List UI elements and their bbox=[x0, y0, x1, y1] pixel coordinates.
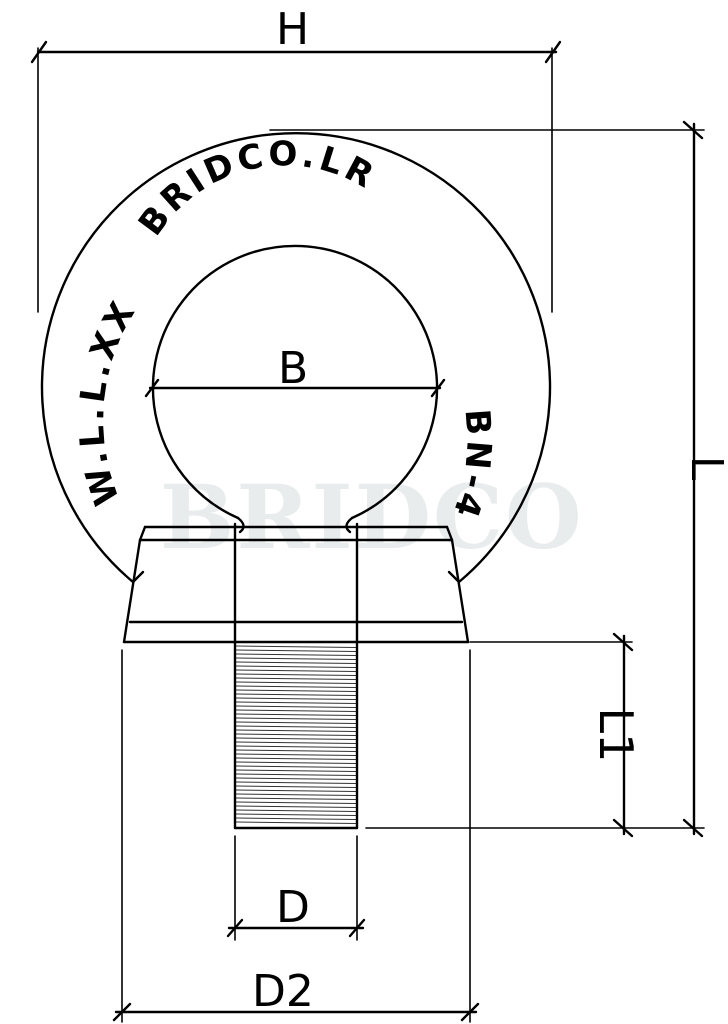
thread-line bbox=[235, 697, 357, 700]
thread-line bbox=[235, 765, 357, 768]
thread-hatching bbox=[235, 645, 357, 824]
thread-line bbox=[235, 793, 357, 796]
thread-line bbox=[235, 781, 357, 784]
thread-line bbox=[235, 649, 357, 652]
dimension-l1 bbox=[469, 632, 634, 838]
thread-line bbox=[235, 769, 357, 772]
thread-line bbox=[235, 725, 357, 728]
thread-line bbox=[235, 721, 357, 724]
thread-line bbox=[235, 749, 357, 752]
thread-line bbox=[235, 801, 357, 804]
ring-load-limit-text: W.L.L.XX bbox=[72, 292, 145, 510]
thread-line bbox=[235, 661, 357, 664]
thread-line bbox=[235, 737, 357, 740]
thread-line bbox=[235, 745, 357, 748]
ring-brand-text: BRIDCO.LR bbox=[131, 134, 384, 243]
thread-line bbox=[235, 789, 357, 792]
thread-line bbox=[235, 669, 357, 672]
thread-line bbox=[235, 681, 357, 684]
dimension-l bbox=[269, 120, 705, 838]
thread-line bbox=[235, 701, 357, 704]
dimension-d2 bbox=[112, 649, 480, 1023]
thread-line bbox=[235, 785, 357, 788]
svg-text:L: L bbox=[681, 456, 728, 481]
thread-line bbox=[235, 761, 357, 764]
thread-line bbox=[235, 809, 357, 812]
thread-line bbox=[235, 653, 357, 656]
label-d2: D2 bbox=[252, 966, 314, 1017]
thread-line bbox=[235, 677, 357, 680]
dimension-d bbox=[226, 835, 366, 941]
thread-line bbox=[235, 693, 357, 696]
label-d: D bbox=[276, 882, 310, 933]
label-h: H bbox=[276, 4, 309, 55]
label-b: B bbox=[278, 343, 308, 394]
label-l: L bbox=[681, 456, 728, 481]
thread-line bbox=[235, 733, 357, 736]
thread-line bbox=[235, 713, 357, 716]
thread-line bbox=[235, 717, 357, 720]
dimension-b bbox=[144, 378, 446, 398]
thread-line bbox=[235, 757, 357, 760]
label-l1: L1 bbox=[589, 708, 643, 763]
thread-line bbox=[235, 741, 357, 744]
thread-line bbox=[235, 729, 357, 732]
thread-line bbox=[235, 805, 357, 808]
thread-line bbox=[235, 709, 357, 712]
thread-line bbox=[235, 705, 357, 708]
thread-line bbox=[235, 777, 357, 780]
svg-text:L1: L1 bbox=[589, 708, 643, 763]
thread-line bbox=[235, 673, 357, 676]
thread-line bbox=[235, 797, 357, 800]
watermark-text: BRIDCO bbox=[160, 465, 584, 569]
thread-line bbox=[235, 645, 357, 648]
thread-line bbox=[235, 821, 357, 824]
dimension-h bbox=[30, 40, 562, 313]
threaded-shank bbox=[233, 522, 359, 830]
thread-line bbox=[235, 817, 357, 820]
thread-line bbox=[235, 689, 357, 692]
thread-line bbox=[235, 685, 357, 688]
thread-line bbox=[235, 773, 357, 776]
thread-line bbox=[235, 753, 357, 756]
thread-line bbox=[235, 657, 357, 660]
thread-line bbox=[235, 665, 357, 668]
thread-line bbox=[235, 813, 357, 816]
collar bbox=[122, 525, 470, 644]
